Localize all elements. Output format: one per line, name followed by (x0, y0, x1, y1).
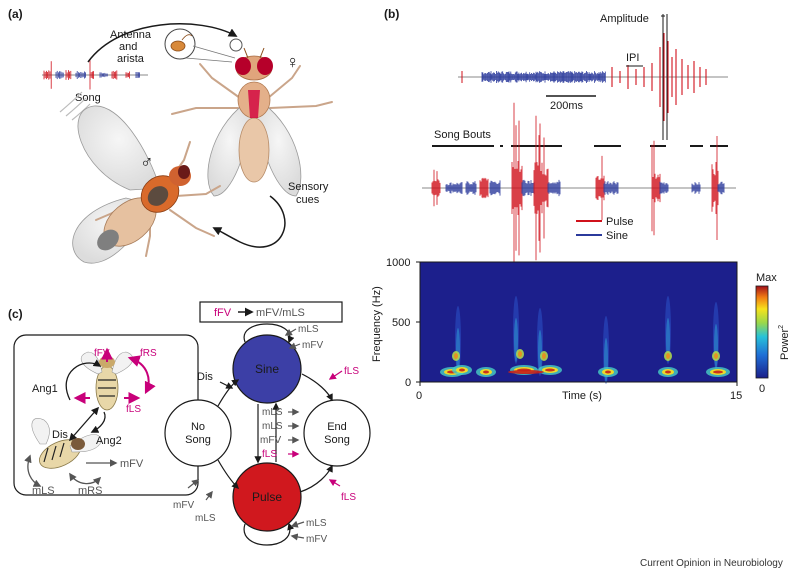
cue-pulse-fLS: fLS (341, 492, 356, 503)
sensory-cues-arrow (212, 195, 286, 248)
legend-sine: Sine (606, 230, 628, 242)
colorbar-label: Power2 (778, 325, 791, 360)
panel-a-label: (a) (8, 7, 23, 21)
song-trace-small (42, 60, 148, 90)
colorbar-label-text: Power (779, 328, 791, 360)
panel-b-label: (b) (384, 7, 399, 21)
top-song-trace (458, 33, 728, 121)
male-symbol: ♂ (140, 152, 154, 172)
cue-mid-mFV: mFV (260, 435, 281, 446)
female-cue-arrows (73, 347, 156, 404)
ang2-arrow (90, 411, 106, 433)
node-pulse (232, 462, 302, 532)
colorbar-label-exp: 2 (778, 325, 785, 329)
scale-bar-label: 200ms (550, 100, 584, 112)
state-transitions (217, 323, 333, 546)
spec-xtick-0: 0 (416, 390, 422, 402)
colorbar (755, 285, 769, 379)
node-sine-label: Sine (255, 362, 279, 376)
node-no-song-label-2: Song (185, 434, 211, 446)
spec-ytick-1000: 1000 (386, 257, 410, 269)
cue-left-mFV: mFV (173, 500, 194, 511)
fly-dis-label: Dis (52, 429, 68, 441)
cue-dis: Dis (197, 371, 213, 383)
song-label: Song (75, 92, 101, 104)
female-fly-illustration (171, 38, 333, 197)
cue-bot-mLS: mLS (306, 518, 327, 529)
spec-xlabel: Time (s) (562, 390, 602, 402)
fly-mRS-label: mRS (78, 485, 102, 497)
cue-order-box (199, 301, 343, 323)
fly-fFV-label: fFV (94, 348, 110, 359)
male-fly-illustration (72, 105, 221, 264)
antenna-label-3: arista (117, 53, 145, 65)
bouts-song-trace (422, 102, 736, 274)
ipi-label: IPI (626, 52, 639, 64)
cue-mid-fLS: fLS (262, 449, 277, 460)
node-end-song (303, 399, 371, 467)
antenna-callout (164, 28, 236, 63)
amplitude-label: Amplitude (600, 13, 649, 25)
cue-sine-fLS: fLS (344, 366, 359, 377)
fly-mLS-label: mLS (32, 485, 55, 497)
colorbar-min: 0 (759, 383, 765, 395)
legend-pulse: Pulse (606, 216, 634, 228)
fly-fRS-label: fRS (140, 348, 157, 359)
cue-top-mLS: mLS (298, 324, 319, 335)
cue-order-rest: mFV/mLS (256, 307, 305, 319)
spec-ytick-500: 500 (392, 317, 410, 329)
cue-top-mFV: mFV (302, 340, 323, 351)
cue-order-fFV: fFV (214, 307, 232, 319)
spectrogram (419, 261, 738, 384)
node-end-song-label-1: End (327, 421, 347, 433)
fly-mFV-label: mFV (120, 458, 144, 470)
spec-ytick-0: 0 (405, 377, 411, 389)
trace-legend: Pulse Sine (576, 216, 634, 242)
node-no-song (164, 399, 232, 467)
cue-bot-mFV: mFV (306, 534, 327, 545)
antenna-label-2: and (119, 41, 137, 53)
song-bouts-label: Song Bouts (434, 129, 491, 141)
colorbar-max: Max (756, 272, 777, 284)
panel-c-label: (c) (8, 307, 23, 321)
journal-credit: Current Opinion in Neurobiology (640, 558, 783, 569)
sensory-cues-label-2: cues (296, 194, 320, 206)
sound-waves-icon (59, 91, 91, 121)
node-pulse-label: Pulse (252, 490, 282, 504)
female-symbol: ♀ (286, 52, 300, 72)
node-sine (232, 334, 302, 404)
spec-ylabel: Frequency (Hz) (371, 286, 383, 362)
spectrogram-axes (416, 261, 738, 386)
ang1-arrow (65, 359, 102, 401)
song-to-female-arrow (87, 23, 238, 63)
fly-pair-illustration (31, 351, 134, 469)
sensory-cues-label-1: Sensory (288, 181, 329, 193)
fly-ang1-label: Ang1 (32, 383, 58, 395)
cue-mid-mLS: mLS (262, 407, 283, 418)
cue-mid-mLS-2: mLS (262, 421, 283, 432)
node-no-song-label-1: No (191, 421, 205, 433)
node-end-song-label-2: Song (324, 434, 350, 446)
fly-fLS-label: fLS (126, 404, 141, 415)
fly-ang2-label: Ang2 (96, 435, 122, 447)
cue-arrows (187, 328, 343, 541)
antenna-label-1: Antenna (110, 29, 152, 41)
spec-xtick-15: 15 (730, 390, 742, 402)
dis-arrow (68, 406, 100, 442)
cue-left-mLS: mLS (195, 513, 216, 524)
male-cue-arrows (24, 454, 118, 487)
